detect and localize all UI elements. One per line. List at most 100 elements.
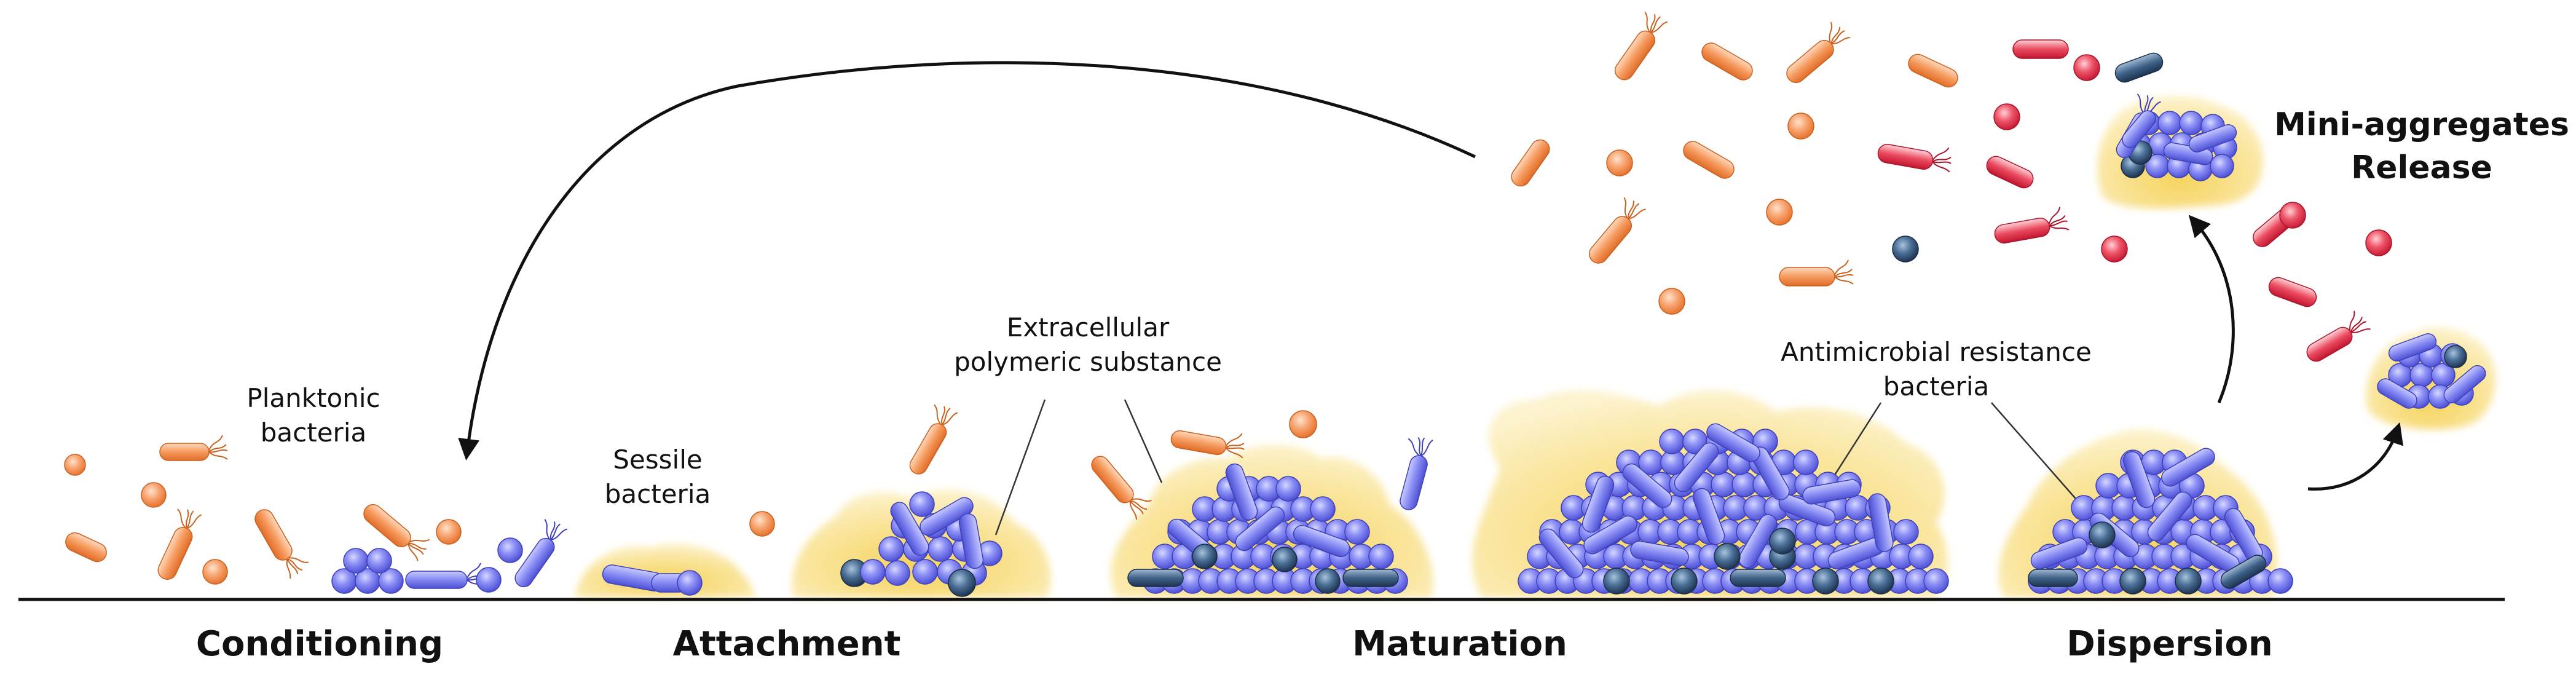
rod-body bbox=[1170, 430, 1227, 456]
rod-bacterium-icon bbox=[1802, 479, 1861, 505]
flagellum-icon bbox=[2349, 310, 2371, 333]
rod-body bbox=[1674, 442, 1719, 492]
coccus-bacterium-icon bbox=[202, 559, 228, 585]
coccus-bacterium-icon bbox=[2073, 54, 2100, 81]
coccus-bacterium-icon bbox=[1812, 567, 1839, 595]
flagellum-icon bbox=[1408, 437, 1433, 457]
rod-body bbox=[1986, 156, 2034, 189]
coccus-bacterium-icon bbox=[2157, 111, 2182, 135]
rod-bacterium-icon bbox=[2147, 491, 2192, 542]
coccus-bacterium-icon bbox=[1368, 544, 1394, 569]
coccus-bacterium-icon bbox=[1315, 568, 1341, 594]
rod-body bbox=[1511, 139, 1550, 187]
rod-bacterium-icon bbox=[1342, 569, 1399, 587]
rod-bacterium-icon bbox=[1127, 569, 1184, 587]
coccus-bacterium-icon bbox=[878, 536, 904, 562]
rod-body bbox=[1293, 524, 1350, 558]
coccus-bacterium-icon bbox=[749, 511, 775, 537]
rod-bacterium-icon bbox=[1091, 456, 1152, 520]
rod-bacterium-icon bbox=[1692, 488, 1725, 545]
rod-body bbox=[1630, 540, 1689, 566]
coccus-bacterium-icon bbox=[909, 491, 935, 517]
flagellum-icon bbox=[1623, 197, 1646, 219]
rod-bacterium-icon bbox=[1400, 437, 1433, 510]
rod-bacterium-icon bbox=[1701, 42, 1753, 81]
coccus-bacterium-icon bbox=[1603, 567, 1630, 595]
rod-bacterium-icon bbox=[958, 513, 984, 569]
rod-body bbox=[1802, 479, 1861, 505]
coccus-bacterium-icon bbox=[1893, 519, 1919, 545]
coccus-bacterium-icon bbox=[2089, 521, 2116, 548]
rod-body bbox=[514, 537, 555, 588]
coccus-bacterium-icon bbox=[1659, 429, 1685, 454]
rod-body bbox=[2028, 569, 2078, 587]
recolonization-arrow bbox=[458, 61, 1476, 461]
coccus-bacterium-icon bbox=[2175, 567, 2202, 595]
rod-body bbox=[1692, 488, 1725, 545]
coccus-bacterium-icon bbox=[2267, 568, 2293, 594]
rod-bacterium-icon bbox=[1674, 442, 1719, 492]
coccus-bacterium-icon bbox=[366, 548, 392, 574]
rod-body bbox=[1588, 216, 1633, 264]
coccus-bacterium-icon bbox=[884, 560, 910, 586]
coccus-bacterium-icon bbox=[2444, 345, 2467, 368]
rod-body bbox=[1615, 30, 1655, 81]
rod-body bbox=[1538, 528, 1584, 579]
coccus-bacterium-icon bbox=[1867, 567, 1894, 595]
coccus-bacterium-icon bbox=[1310, 496, 1336, 522]
rod-bacterium-icon bbox=[254, 509, 309, 579]
rod-body bbox=[890, 502, 929, 556]
rod-body bbox=[1342, 569, 1399, 587]
dispersion-up-arrow bbox=[2188, 215, 2235, 403]
rod-bacterium-icon bbox=[405, 563, 486, 589]
rod-body bbox=[1235, 506, 1285, 552]
flagellum-icon bbox=[934, 404, 958, 425]
flagellum-icon bbox=[1834, 259, 1854, 285]
coccus-bacterium-icon bbox=[378, 568, 404, 594]
rod-body bbox=[2122, 110, 2156, 148]
rod-body bbox=[1581, 475, 1615, 533]
coccus-bacterium-icon bbox=[1923, 568, 1949, 594]
rod-bacterium-icon bbox=[1293, 524, 1350, 558]
coccus-bacterium-icon bbox=[928, 536, 953, 562]
flagellum-icon bbox=[408, 539, 430, 561]
rod-bacterium-icon bbox=[1986, 156, 2034, 189]
rod-bacterium-icon bbox=[2122, 451, 2156, 508]
rod-bacterium-icon bbox=[157, 508, 202, 580]
coccus-bacterium-icon bbox=[1671, 567, 1698, 595]
coccus-bacterium-icon bbox=[2279, 202, 2306, 229]
rod-bacterium-icon bbox=[2188, 124, 2237, 152]
amr-line-1: Antimicrobial resistance bbox=[1781, 337, 2092, 367]
coccus-bacterium-icon bbox=[1275, 476, 1301, 502]
rod-body bbox=[159, 443, 210, 461]
rod-body bbox=[1127, 569, 1184, 587]
rod-bacterium-icon bbox=[1908, 53, 1958, 88]
rod-bacterium-icon bbox=[1706, 423, 1760, 462]
rod-bacterium-icon bbox=[1630, 540, 1689, 566]
rod-bacterium-icon bbox=[514, 519, 568, 588]
rod-bacterium-icon bbox=[1615, 12, 1668, 81]
rod-bacterium-icon bbox=[1583, 515, 1637, 555]
planktonic-line-1: Planktonic bbox=[246, 383, 380, 413]
flagellum-icon bbox=[286, 557, 309, 579]
rod-body bbox=[363, 504, 411, 548]
eps-label: Extracellular polymeric substance bbox=[954, 310, 1222, 379]
rod-bacterium-icon bbox=[2443, 365, 2486, 404]
flagellum-icon bbox=[208, 435, 228, 460]
flagellum-icon bbox=[2048, 207, 2070, 231]
rod-body bbox=[958, 513, 984, 569]
rod-bacterium-icon bbox=[1588, 197, 1646, 264]
coccus-bacterium-icon bbox=[476, 567, 502, 593]
rod-body bbox=[1994, 218, 2050, 243]
rod-body bbox=[1738, 514, 1778, 568]
flagellum-icon bbox=[1129, 498, 1152, 520]
rod-bacterium-icon bbox=[1538, 528, 1584, 579]
coccus-bacterium-icon bbox=[1787, 113, 1814, 140]
planktonic-bacteria-label: Planktonic bacteria bbox=[246, 381, 380, 450]
rod-body bbox=[254, 509, 293, 561]
flagellum-icon bbox=[1225, 433, 1245, 459]
rod-body bbox=[157, 527, 193, 580]
coccus-bacterium-icon bbox=[2119, 567, 2146, 595]
rod-bacterium-icon bbox=[1683, 141, 1735, 179]
